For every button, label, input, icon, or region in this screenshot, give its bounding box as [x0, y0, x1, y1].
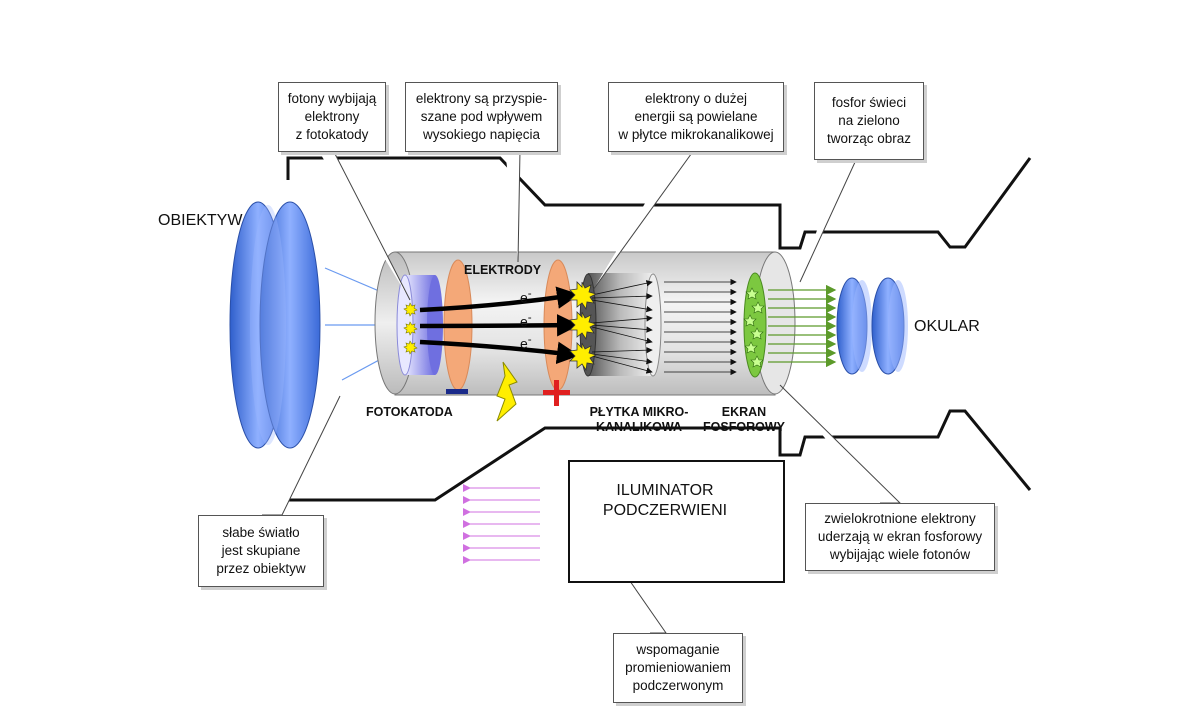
minus-sign — [446, 389, 468, 394]
electron-symbol: e- — [520, 311, 532, 330]
callout-phosphor: fosfor świeci na zielono tworząc obraz — [814, 82, 924, 160]
accelerated-electron-arrows — [419, 286, 580, 365]
multiplied-electron-arrows — [664, 278, 737, 376]
mcp-label: PŁYTKA MIKRO- KANALIKOWA — [589, 405, 689, 434]
eyepiece-lens — [836, 277, 908, 375]
housing-outline — [286, 156, 1032, 502]
ir-illuminator-label: ILUMINATOR PODCZERWIENI — [602, 482, 728, 519]
objective-label: OBIEKTYW — [158, 212, 243, 229]
callout-accelerate: elektrony są przyspie- szane pod wpływem… — [405, 82, 558, 152]
callout-photons: fotony wybijają elektrony z fotokatody — [278, 82, 386, 152]
callout-multiply: elektrony o dużej energii są powielane w… — [608, 82, 784, 152]
high-voltage-bolt-icon — [496, 361, 518, 422]
ir-illuminator-box — [568, 460, 785, 583]
green-output-rays — [768, 284, 837, 368]
eyepiece-label: OKULAR — [914, 318, 980, 335]
callout-ir-assist: wspomaganie promieniowaniem podczerwonym — [613, 633, 743, 703]
electrodes-label: ELEKTRODY — [464, 263, 542, 277]
infrared-rays — [463, 484, 540, 564]
callout-weak-light: słabe światło jest skupiane przez obiekt… — [198, 515, 324, 587]
photocathode-label: FOTOKATODA — [366, 405, 453, 419]
screen-label: EKRAN FOSFOROWY — [703, 405, 785, 434]
impact-sparks — [569, 281, 598, 372]
phosphor-screen — [743, 272, 767, 378]
plus-sign — [543, 380, 570, 406]
callout-impact: zwielokrotnione elektrony uderzają w ekr… — [805, 503, 995, 571]
photon-sparks — [403, 302, 418, 355]
electron-symbol: e- — [520, 287, 532, 306]
electron-symbol: e- — [520, 333, 532, 352]
objective-lens — [229, 201, 321, 449]
